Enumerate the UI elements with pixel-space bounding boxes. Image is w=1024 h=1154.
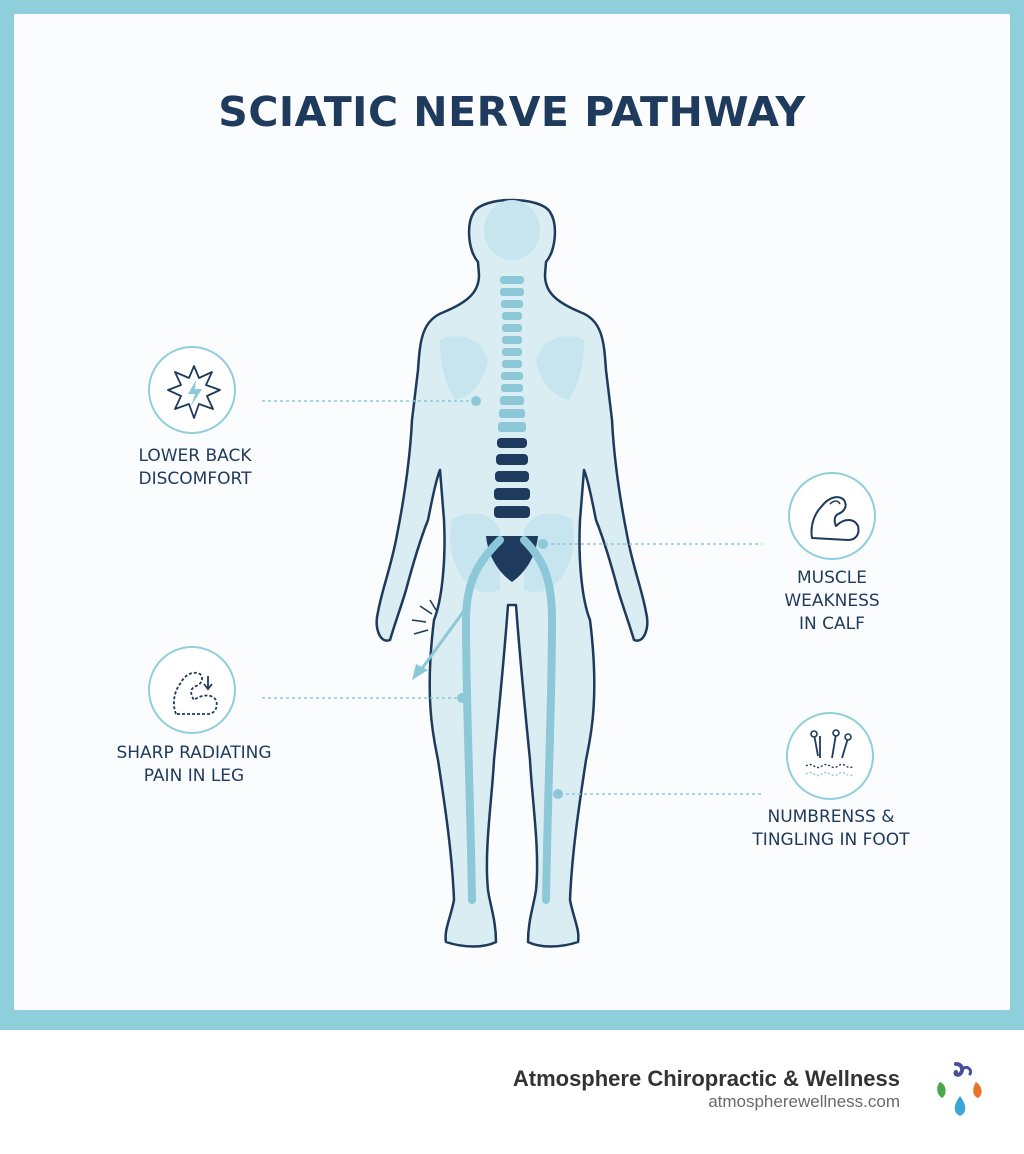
right-scapula	[536, 336, 584, 400]
head-highlight	[484, 200, 540, 260]
needles-tingling-icon	[786, 712, 874, 800]
flexed-arm-icon	[788, 472, 876, 560]
pain-burst-icon	[148, 346, 236, 434]
company-name: Atmosphere Chiropractic & Wellness	[512, 1066, 900, 1091]
page-title: SCIATIC NERVE PATHWAY	[218, 88, 806, 136]
left-sciatic-nerve	[461, 536, 504, 904]
company-website[interactable]: atmospherewellness.com	[708, 1092, 900, 1111]
pain-arrow-head	[412, 664, 428, 680]
pain-burst-lines	[411, 599, 437, 635]
lower-back-label: LOWER BACK DISCOMFORT	[138, 446, 252, 489]
leader-lines	[262, 400, 762, 795]
leader-dots	[457, 396, 563, 799]
muscle-weakness-label: MUSCLE WEAKNESS IN CALF	[784, 568, 880, 634]
pelvis	[450, 513, 500, 593]
arm-radiating-icon	[148, 646, 236, 734]
left-scapula	[440, 336, 488, 400]
body-diagram	[262, 198, 762, 948]
sharp-pain-label: SHARP RADIATING PAIN IN LEG	[116, 743, 272, 786]
right-sciatic-nerve	[520, 536, 557, 904]
spine	[498, 276, 526, 432]
pain-arrow-shaft	[416, 607, 468, 675]
company-logo-icon	[937, 1062, 982, 1116]
lumbar-vertebrae	[494, 438, 530, 518]
numbness-label: NUMBRENSS & TINGLING IN FOOT	[752, 807, 910, 850]
pelvis-right	[524, 513, 574, 593]
sacrum	[486, 536, 538, 582]
